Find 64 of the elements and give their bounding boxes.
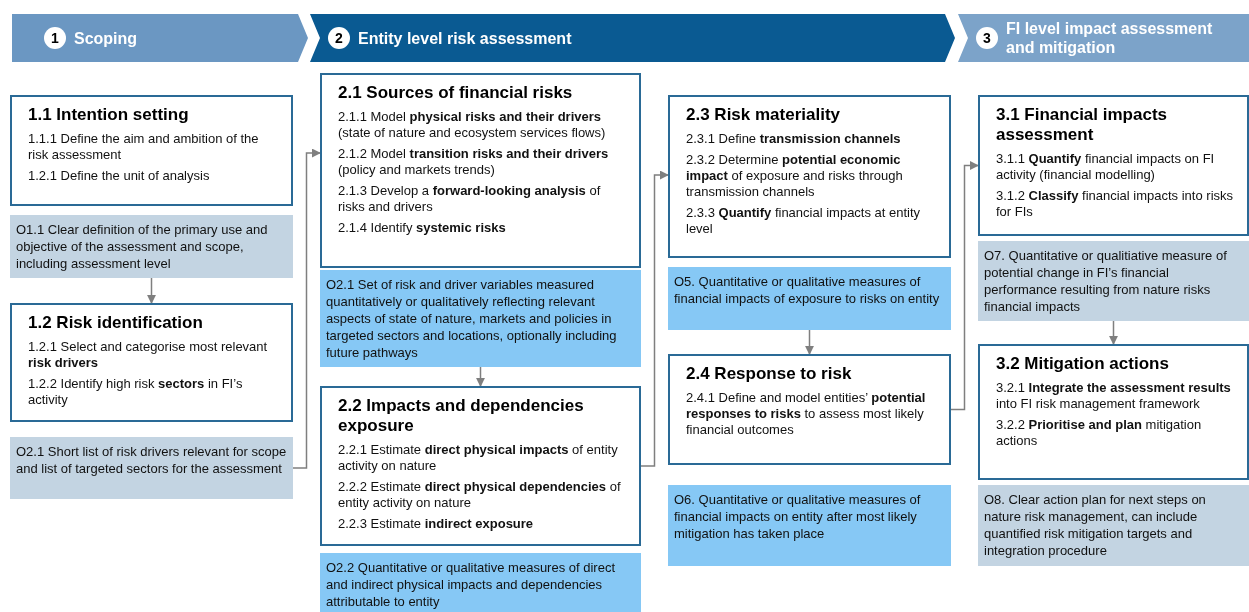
process-box (668, 354, 951, 465)
arrow (950, 161, 979, 411)
stage-title: Scoping (74, 29, 139, 48)
output-box (320, 553, 641, 612)
output-text: O2.1 Set of risk and driver variables measured quantitatively or qualitatively reflecting relevant aspects of state of nature, markets and policies in targeted sectors and locations, optionally including future pathways (326, 276, 618, 361)
step-text: 2.1.2 Model transition risks and their drivers (policy and markets trends) (338, 146, 610, 178)
step-text: 3.2.1 Integrate the assessment results into FI risk management framework (996, 380, 1232, 412)
phase-banner (958, 14, 1249, 62)
step-text: 2.2.3 Estimate indirect exposure (338, 516, 535, 532)
stage-title: Entity level risk assessment (358, 29, 573, 48)
output-box (978, 485, 1249, 566)
phase-banner (310, 14, 955, 62)
arrow (1109, 320, 1118, 345)
output-text: O1.1 Clear definition of the primary use and objective of the assessment and scope, including assessment level (16, 221, 269, 272)
output-text: O5. Quantitative or qualitative measures of financial impacts of exposure to risks on entity (674, 273, 941, 307)
step-text: 3.2.2 Prioritise and plan mitigation actions (996, 417, 1203, 449)
box-heading: 1.1 Intention setting (28, 105, 190, 125)
process-box (668, 95, 951, 258)
output-text: O8. Clear action plan for next steps on nature risk management, can include quantified risk mitigation targets and integration procedure (984, 491, 1207, 559)
step-text: 2.1.4 Identify systemic risks (338, 220, 507, 236)
process-box (10, 95, 293, 206)
box-heading: 2.4 Response to risk (686, 364, 853, 384)
output-text: O2.1 Short list of risk drivers relevant for scope and list of targeted sectors for the assessment (16, 443, 287, 477)
box-heading: 3.2 Mitigation actions (996, 354, 1170, 374)
process-box (10, 303, 293, 422)
box-heading: 2.1 Sources of financial risks (338, 83, 574, 103)
step-text: 2.3.2 Determine potential economic impact of exposure and risks through transmission channels (686, 152, 904, 200)
box-heading: 2.3 Risk materiality (686, 105, 842, 125)
process-box (978, 95, 1249, 236)
box-heading: 3.1 Financial impacts assessment (996, 105, 1168, 145)
process-box (978, 344, 1249, 480)
arrow (147, 277, 156, 304)
box-heading: 2.2 Impacts and dependencies exposure (338, 396, 585, 436)
step-text: 2.3.3 Quantify financial impacts at entity level (686, 205, 922, 237)
step-text: 1.2.1 Define the unit of analysis (28, 168, 211, 184)
arrow (805, 329, 814, 355)
arrow (292, 148, 321, 469)
output-box (668, 485, 951, 566)
output-box (668, 267, 951, 330)
step-text: 2.1.1 Model physical risks and their drivers (state of nature and ecosystem services flows) (338, 109, 607, 141)
arrow (476, 366, 485, 387)
step-text: 3.1.1 Quantify financial impacts on FI activity (financial modelling) (996, 151, 1216, 183)
step-text: 2.4.1 Define and model entities’ potential responses to risks to assess most likely financial outcomes (686, 390, 927, 438)
step-text: 3.1.2 Classify financial impacts into risks for FIs (996, 188, 1235, 220)
step-text: 2.1.3 Develop a forward-looking analysis of risks and drivers (338, 183, 602, 215)
output-box (978, 241, 1249, 321)
output-box (10, 437, 293, 499)
arrow (640, 170, 669, 467)
output-text: O6. Quantitative or qualitative measures of financial impacts on entity after most likely mitigation has taken place (674, 491, 922, 542)
process-box (320, 386, 641, 546)
process-box (320, 73, 641, 268)
phase-banner (12, 14, 308, 62)
output-text: O7. Quantitative or qualitiative measure of potential change in FI’s financial performance resulting from nature risks financial impacts (984, 247, 1228, 315)
output-box (10, 215, 293, 278)
output-text: O2.2 Quantitative or qualitative measures of direct and indirect physical impacts and dependencies attributable to entity (326, 559, 617, 610)
step-text: 2.2.2 Estimate direct physical dependencies of entity activity on nature (338, 479, 622, 511)
stage-title: FI level impact assessment and mitigation (1006, 19, 1214, 57)
box-heading: 1.2 Risk identification (28, 313, 204, 333)
step-text: 1.2.2 Identify high risk sectors in FI’s activity (28, 376, 244, 408)
output-box (320, 270, 641, 367)
step-text: 2.3.1 Define transmission channels (686, 131, 902, 147)
step-text: 1.2.1 Select and categorise most relevant risk drivers (28, 339, 269, 371)
step-text: 2.2.1 Estimate direct physical impacts of entity activity on nature (338, 442, 619, 474)
step-text: 1.1.1 Define the aim and ambition of the risk assessment (28, 131, 260, 163)
